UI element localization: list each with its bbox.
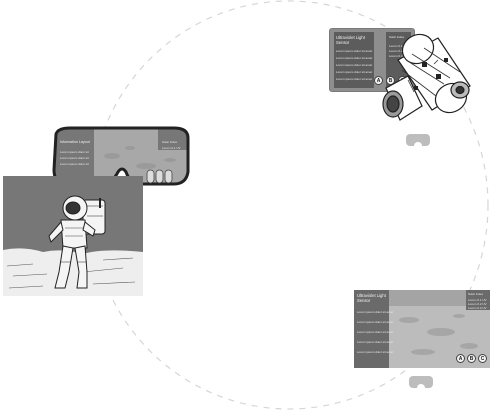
panel-info-column: Ultraviolet Light Sensor Lorem ipsum dol… — [354, 290, 393, 368]
list-item: Lorem ipsum dolor sit amet — [357, 310, 394, 314]
side-title: Solar Index — [389, 35, 405, 39]
panel-side-column: Solar Index Lorem 0.1 UV Lorem 0.2 UV Lo… — [466, 290, 490, 310]
list-item: Lorem ipsum dolor sit amet — [357, 320, 394, 324]
panel-title: Ultraviolet Light Sensor — [357, 293, 386, 303]
visor-title: Information Layout — [60, 140, 90, 144]
list-item: Lorem ipsum dolor sit amet — [336, 56, 373, 60]
ui-panel-bottom: Ultraviolet Light Sensor Lorem ipsum dol… — [354, 290, 490, 368]
list-item: Lorem ipsum dolor sit amet — [336, 49, 373, 53]
panel-info-column: Ultraviolet Light Sensor Lorem ipsum dol… — [334, 32, 374, 88]
list-item: Lorem ipsum dolor sit amet — [336, 77, 373, 81]
button-b[interactable]: B — [467, 354, 476, 363]
list-item: Lorem ipsum dolor sit amet — [357, 340, 394, 344]
visor-item: Lorem ipsum dolor sit — [60, 162, 89, 166]
list-item: Lorem ipsum dolor sit amet — [357, 330, 394, 334]
button-b[interactable]: B — [386, 76, 395, 85]
side-item: Lorem 0.3 UV — [389, 54, 408, 58]
button-a[interactable]: A — [374, 76, 383, 85]
astronaut-icon — [3, 176, 143, 296]
space-station-icon — [382, 33, 471, 121]
crater-texture — [399, 314, 478, 355]
visor-item: Lorem ipsum dolor sit — [60, 156, 89, 160]
visor-side-item: Lorem 0.1 UV — [162, 146, 181, 150]
side-item: Lorem 0.3 UV — [468, 306, 487, 310]
list-item: Lorem ipsum dolor sit amet — [357, 350, 394, 354]
button-a[interactable]: A — [456, 354, 465, 363]
headset-icon — [406, 134, 430, 146]
panel-title: Ultraviolet Light Sensor — [336, 35, 365, 45]
headset-icon — [409, 376, 433, 388]
visor-icon — [52, 126, 190, 186]
side-item: Lorem 0.1 UV — [468, 298, 487, 302]
side-item: Lorem 0.2 UV — [468, 302, 487, 306]
list-item: Lorem ipsum dolor sit amet — [336, 70, 373, 74]
button-c[interactable]: C — [478, 354, 487, 363]
list-item: Lorem ipsum dolor sit amet — [336, 63, 373, 67]
visor-side-title: Solar Index — [162, 140, 178, 144]
side-item: Lorem 0.1 UV — [389, 44, 408, 48]
visor-item: Lorem ipsum dolor sit — [60, 150, 89, 154]
side-item: Lorem 0.2 UV — [389, 49, 408, 53]
side-title: Solar Index — [468, 292, 484, 296]
